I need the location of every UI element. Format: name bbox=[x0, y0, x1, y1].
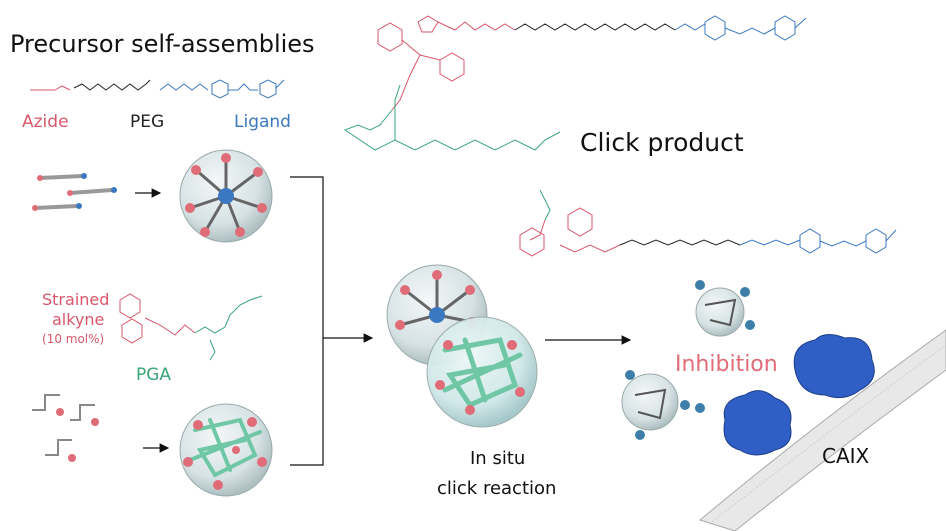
alkyne-label-line3: (10 mol%) bbox=[42, 332, 105, 346]
combined-micelle-icon bbox=[386, 264, 538, 428]
ligand-label: Ligand bbox=[234, 112, 291, 132]
azide-micelle-icon bbox=[179, 149, 273, 243]
click-product-structure bbox=[343, 15, 897, 257]
click-reaction-label: click reaction bbox=[437, 478, 557, 499]
in-situ-label: In situ bbox=[470, 448, 526, 469]
alkyne-polymer-molecules-icon bbox=[32, 394, 99, 462]
title: Precursor self-assemblies bbox=[10, 30, 315, 58]
pga-label: PGA bbox=[136, 365, 172, 385]
alkyne-pga-structure bbox=[119, 293, 263, 361]
caix-protein-icon bbox=[723, 334, 875, 456]
click-product-label: Click product bbox=[580, 128, 744, 157]
caix-label: CAIX bbox=[822, 444, 870, 468]
merge-bracket bbox=[290, 176, 374, 466]
precursor-structure bbox=[30, 79, 285, 99]
precursor-molecules-icon bbox=[32, 173, 117, 211]
pga-micelle-icon bbox=[179, 403, 273, 497]
cell-membrane-icon bbox=[698, 329, 946, 531]
inhibition-label: Inhibition bbox=[675, 352, 778, 377]
alkyne-label-line2: alkyne bbox=[52, 310, 105, 329]
alkyne-label-line1: Strained bbox=[42, 290, 110, 309]
peg-label: PEG bbox=[130, 112, 165, 132]
nanoparticle-inhibitor-icon bbox=[621, 280, 755, 440]
azide-label: Azide bbox=[22, 112, 69, 132]
